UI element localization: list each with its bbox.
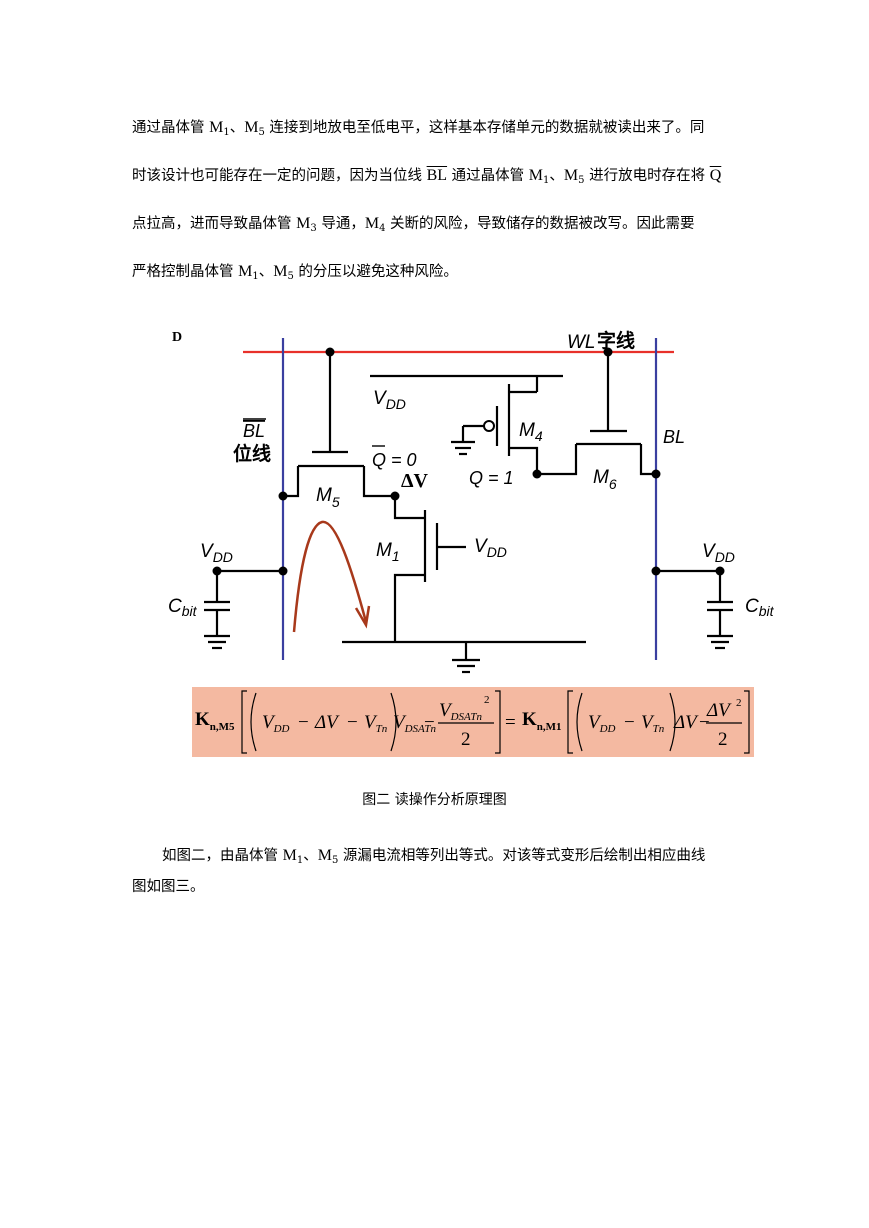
rhs-delta-v: ΔV [673,712,699,733]
left-bracket-close [495,690,501,754]
m6-label: M6 [593,467,617,492]
rhs-paren-close [669,692,676,752]
paren-close [390,692,397,752]
rhs-vdd: VDD [588,712,616,735]
paragraph-line: 点拉高，进而导致晶体管 M3 导通，M4 关断的风险，导致储存的数据被改写。因此… [132,215,695,234]
vdd-gate-label: VDD [474,536,507,560]
m6-left-wire [537,444,578,476]
junction-dot [603,347,613,357]
m4-drain-wire [509,446,539,474]
rhs-frac-denominator: 2 [718,729,728,750]
equals-sign: = [505,712,516,733]
m5-label: M5 [316,485,340,510]
bitline-label: BL [663,427,685,447]
junction-dot [532,469,542,479]
rhs-vtn: VTn [641,712,665,735]
junction-dot [278,566,288,576]
m4-gate-bubble [483,420,495,432]
m5-source [283,466,300,498]
discharge-arrow-head [354,605,371,629]
paragraph-2: 如图二，由晶体管 M1、M5 源漏电流相等列出等式。对该等式变形后绘制出相应曲线… [132,832,738,911]
m1-label: M1 [376,540,400,564]
current-equation: Kn,M5 VDD − ΔV − VTn VDSATn − VDSATn 2 2… [192,687,754,757]
lhs-vdsatn: VDSATn [393,712,436,735]
m4-label: M4 [519,420,543,444]
cbit-right-label: Cbit [745,596,775,619]
frac-numerator: VDSATn [439,700,482,723]
right-bracket-close [744,690,750,754]
paragraph-line: 如图二，由晶体管 M1、M5 源漏电流相等列出等式。对该等式变形后绘制出相应曲线 [162,847,706,866]
wordline-label: WL [567,332,596,353]
m5-drain [362,466,395,498]
k-n-m1: Kn,M1 [522,709,562,733]
paragraph-line: 时该设计也可能存在一定的问题，因为当位线 BL 通过晶体管 M1、M5 进行放电… [132,167,722,186]
rhs-minus-1: − [624,712,635,733]
m1-drain-wire [393,496,425,520]
q-label: Q = 1 [469,468,514,488]
vdd-right-label: VDD [702,541,735,565]
vdd-left-label: VDD [200,541,233,565]
bitline-bar-label: BL [243,421,265,441]
wordline-cn-label: 字线 [597,329,635,352]
lhs-minus-1: − [298,712,309,733]
junction-dot [212,566,222,576]
junction-dot [325,347,335,357]
paren-open [250,692,257,752]
discharge-arrow [292,520,368,633]
lhs-vtn: VTn [364,712,388,735]
m1-source-wire [393,573,425,642]
lhs-minus-2: − [347,712,358,733]
qbar-label: Q = 0 [372,450,417,470]
junction-dot [651,469,661,479]
rhs-paren-open [576,692,583,752]
cbit-left-label: Cbit [168,596,198,619]
junction-dot [715,566,725,576]
lhs-minus-3: − [424,712,435,733]
rhs-minus-2: − [699,712,710,733]
junction-dot [278,491,288,501]
lhs-delta-v: ΔV [314,712,340,733]
frac-numerator-sup: 2 [484,694,490,706]
junction-dot [651,566,661,576]
junction-dot [390,491,400,501]
paragraph-1: 通过晶体管 M1、M5 连接到地放电至低电平，这样基本存储单元的数据就被读出来了… [132,104,738,296]
figure-caption: 图二 读操作分析原理图 [362,792,507,808]
sram-read-circuit-diagram: D WL 字线 BL 位线 BL VDD M4 M5 M6 M1 Q = 0 Q… [168,329,775,674]
bitline-cn-label: 位线 [233,442,271,465]
paragraph-line: 图如图三。 [132,879,205,895]
rhs-frac-numerator-sup: 2 [736,697,742,709]
corner-label: D [172,330,182,345]
vdd-top-label: VDD [373,388,406,412]
frac-denominator: 2 [461,729,471,750]
right-bracket-open [567,690,573,754]
delta-v-label: ΔV [401,470,429,492]
rhs-frac-numerator: ΔV [706,700,732,721]
paragraph-line: 严格控制晶体管 M1、M5 的分压以避免这种风险。 [132,263,458,282]
k-n-m5: Kn,M5 [195,709,235,733]
left-bracket-open [241,690,247,754]
paragraph-line: 通过晶体管 M1、M5 连接到地放电至低电平，这样基本存储单元的数据就被读出来了… [132,119,705,138]
lhs-vdd: VDD [262,712,290,735]
m6-right-wire [639,444,656,476]
